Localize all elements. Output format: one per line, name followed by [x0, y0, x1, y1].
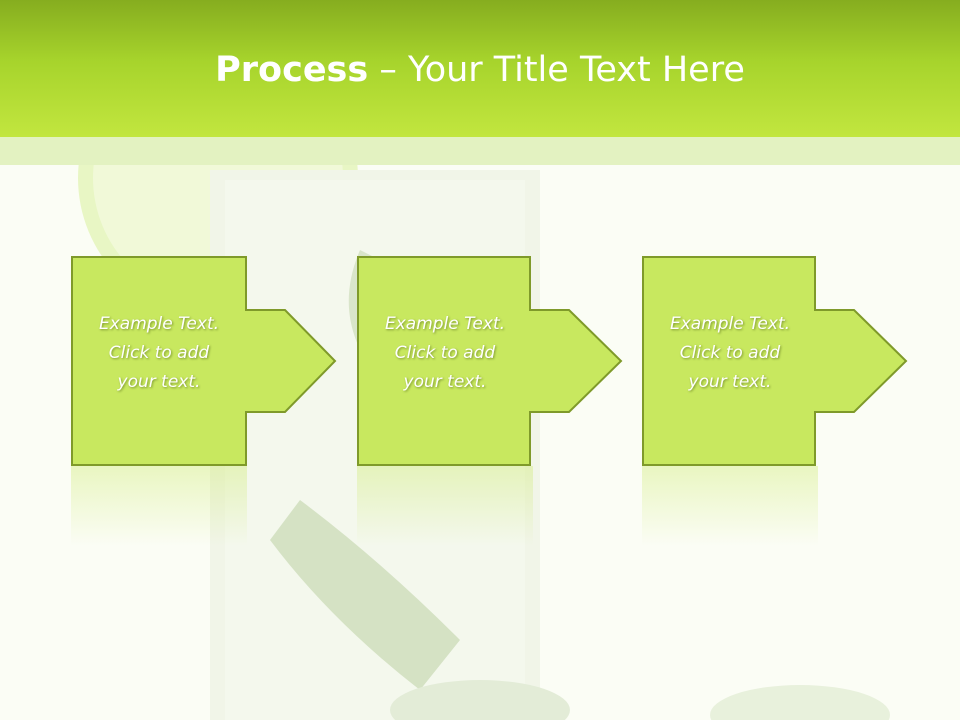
arrow-shape [642, 256, 908, 466]
step-line-2: Click to add [394, 343, 496, 363]
step-line-2: Click to add [679, 343, 781, 363]
title-rest: – Your Title Text Here [368, 50, 745, 90]
step-line-3: your text. [688, 372, 772, 392]
step-line-1: Example Text. [384, 314, 506, 334]
header-bar [0, 0, 960, 137]
header-strip [0, 137, 960, 165]
process-step-3[interactable]: Example Text. Click to add your text. [642, 256, 908, 546]
step-reflection [357, 466, 533, 546]
step-line-3: your text. [117, 372, 201, 392]
process-step-2[interactable]: Example Text. Click to add your text. [357, 256, 623, 546]
arrow-shape [357, 256, 623, 466]
step-reflection [642, 466, 818, 546]
step-reflection [71, 466, 247, 546]
arrow-shape [71, 256, 337, 466]
step-line-3: your text. [403, 372, 487, 392]
step-line-1: Example Text. [669, 314, 791, 334]
page-title[interactable]: Process – Your Title Text Here [0, 50, 960, 90]
process-step-1[interactable]: Example Text. Click to add your text. [71, 256, 337, 546]
step-text[interactable]: Example Text. Click to add your text. [363, 310, 527, 397]
step-text[interactable]: Example Text. Click to add your text. [648, 310, 812, 397]
step-line-1: Example Text. [98, 314, 220, 334]
title-bold: Process [215, 50, 369, 90]
step-line-2: Click to add [108, 343, 210, 363]
step-text[interactable]: Example Text. Click to add your text. [77, 310, 241, 397]
